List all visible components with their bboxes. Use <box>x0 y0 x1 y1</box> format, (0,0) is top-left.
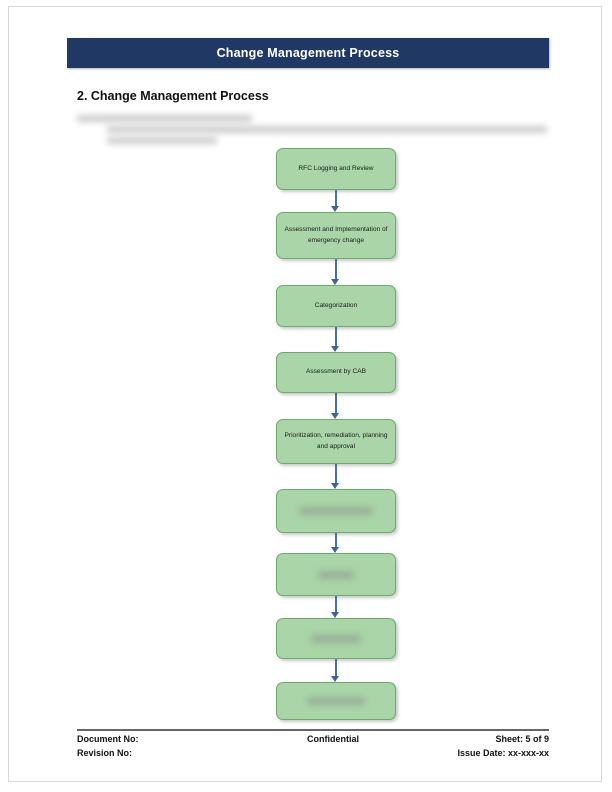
document-title-bar: Change Management Process <box>67 38 549 68</box>
footer-divider <box>77 729 549 731</box>
footer-sheet-number: Sheet: 5 of 9 <box>495 734 549 744</box>
document-title: Change Management Process <box>216 46 400 60</box>
flow-step-label: Assessment by CAB <box>305 368 367 376</box>
flow-step-3[interactable]: Categorization <box>276 285 396 327</box>
flow-connector-7-to-8 <box>335 596 337 613</box>
flow-connector-8-to-9 <box>335 659 337 677</box>
flow-connector-2-to-3 <box>335 259 337 280</box>
flow-step-label-redacted <box>311 634 361 643</box>
document-footer: Document No: Confidential Sheet: 5 of 9 … <box>77 734 549 762</box>
redacted-text-line <box>107 137 217 144</box>
flow-step-1[interactable]: RFC Logging and Review <box>276 148 396 190</box>
footer-row-top: Document No: Confidential Sheet: 5 of 9 <box>77 734 549 748</box>
flow-connector-3-to-4 <box>335 327 337 347</box>
flow-connector-5-to-6 <box>335 464 337 484</box>
redacted-text-line <box>77 115 252 122</box>
flow-connector-6-to-7 <box>335 533 337 548</box>
flow-connector-1-to-2 <box>335 190 337 207</box>
section-heading: 2. Change Management Process <box>77 89 269 103</box>
footer-revision-no: Revision No: <box>77 748 133 758</box>
footer-document-no: Document No: <box>77 734 139 744</box>
flow-connector-4-to-5 <box>335 393 337 414</box>
flow-step-label: Categorization <box>314 301 358 309</box>
flow-step-label: RFC Logging and Review <box>298 164 374 172</box>
flow-step-4[interactable]: Assessment by CAB <box>276 352 396 393</box>
flow-step-label: Assessment and Implementation of emergen… <box>284 226 388 244</box>
redacted-text-line <box>107 126 547 133</box>
footer-confidential: Confidential <box>307 734 359 744</box>
flow-step-7[interactable] <box>276 553 396 596</box>
flow-step-label-redacted <box>318 570 354 579</box>
flow-step-label: Prioritization, remediation, planning an… <box>284 432 388 450</box>
document-page: Change Management Process 2. Change Mana… <box>8 6 602 782</box>
flow-step-6[interactable] <box>276 489 396 533</box>
flow-step-5[interactable]: Prioritization, remediation, planning an… <box>276 419 396 464</box>
body-paragraph-redacted <box>77 115 547 148</box>
footer-row-bottom: Revision No: Issue Date: xx-xxx-xx <box>77 748 549 762</box>
flow-step-2[interactable]: Assessment and Implementation of emergen… <box>276 212 396 259</box>
flow-step-label-redacted <box>307 697 365 705</box>
flow-step-8[interactable] <box>276 618 396 659</box>
footer-issue-date: Issue Date: xx-xxx-xx <box>457 748 549 758</box>
flow-step-9[interactable] <box>276 682 396 720</box>
flow-step-label-redacted <box>299 507 373 515</box>
